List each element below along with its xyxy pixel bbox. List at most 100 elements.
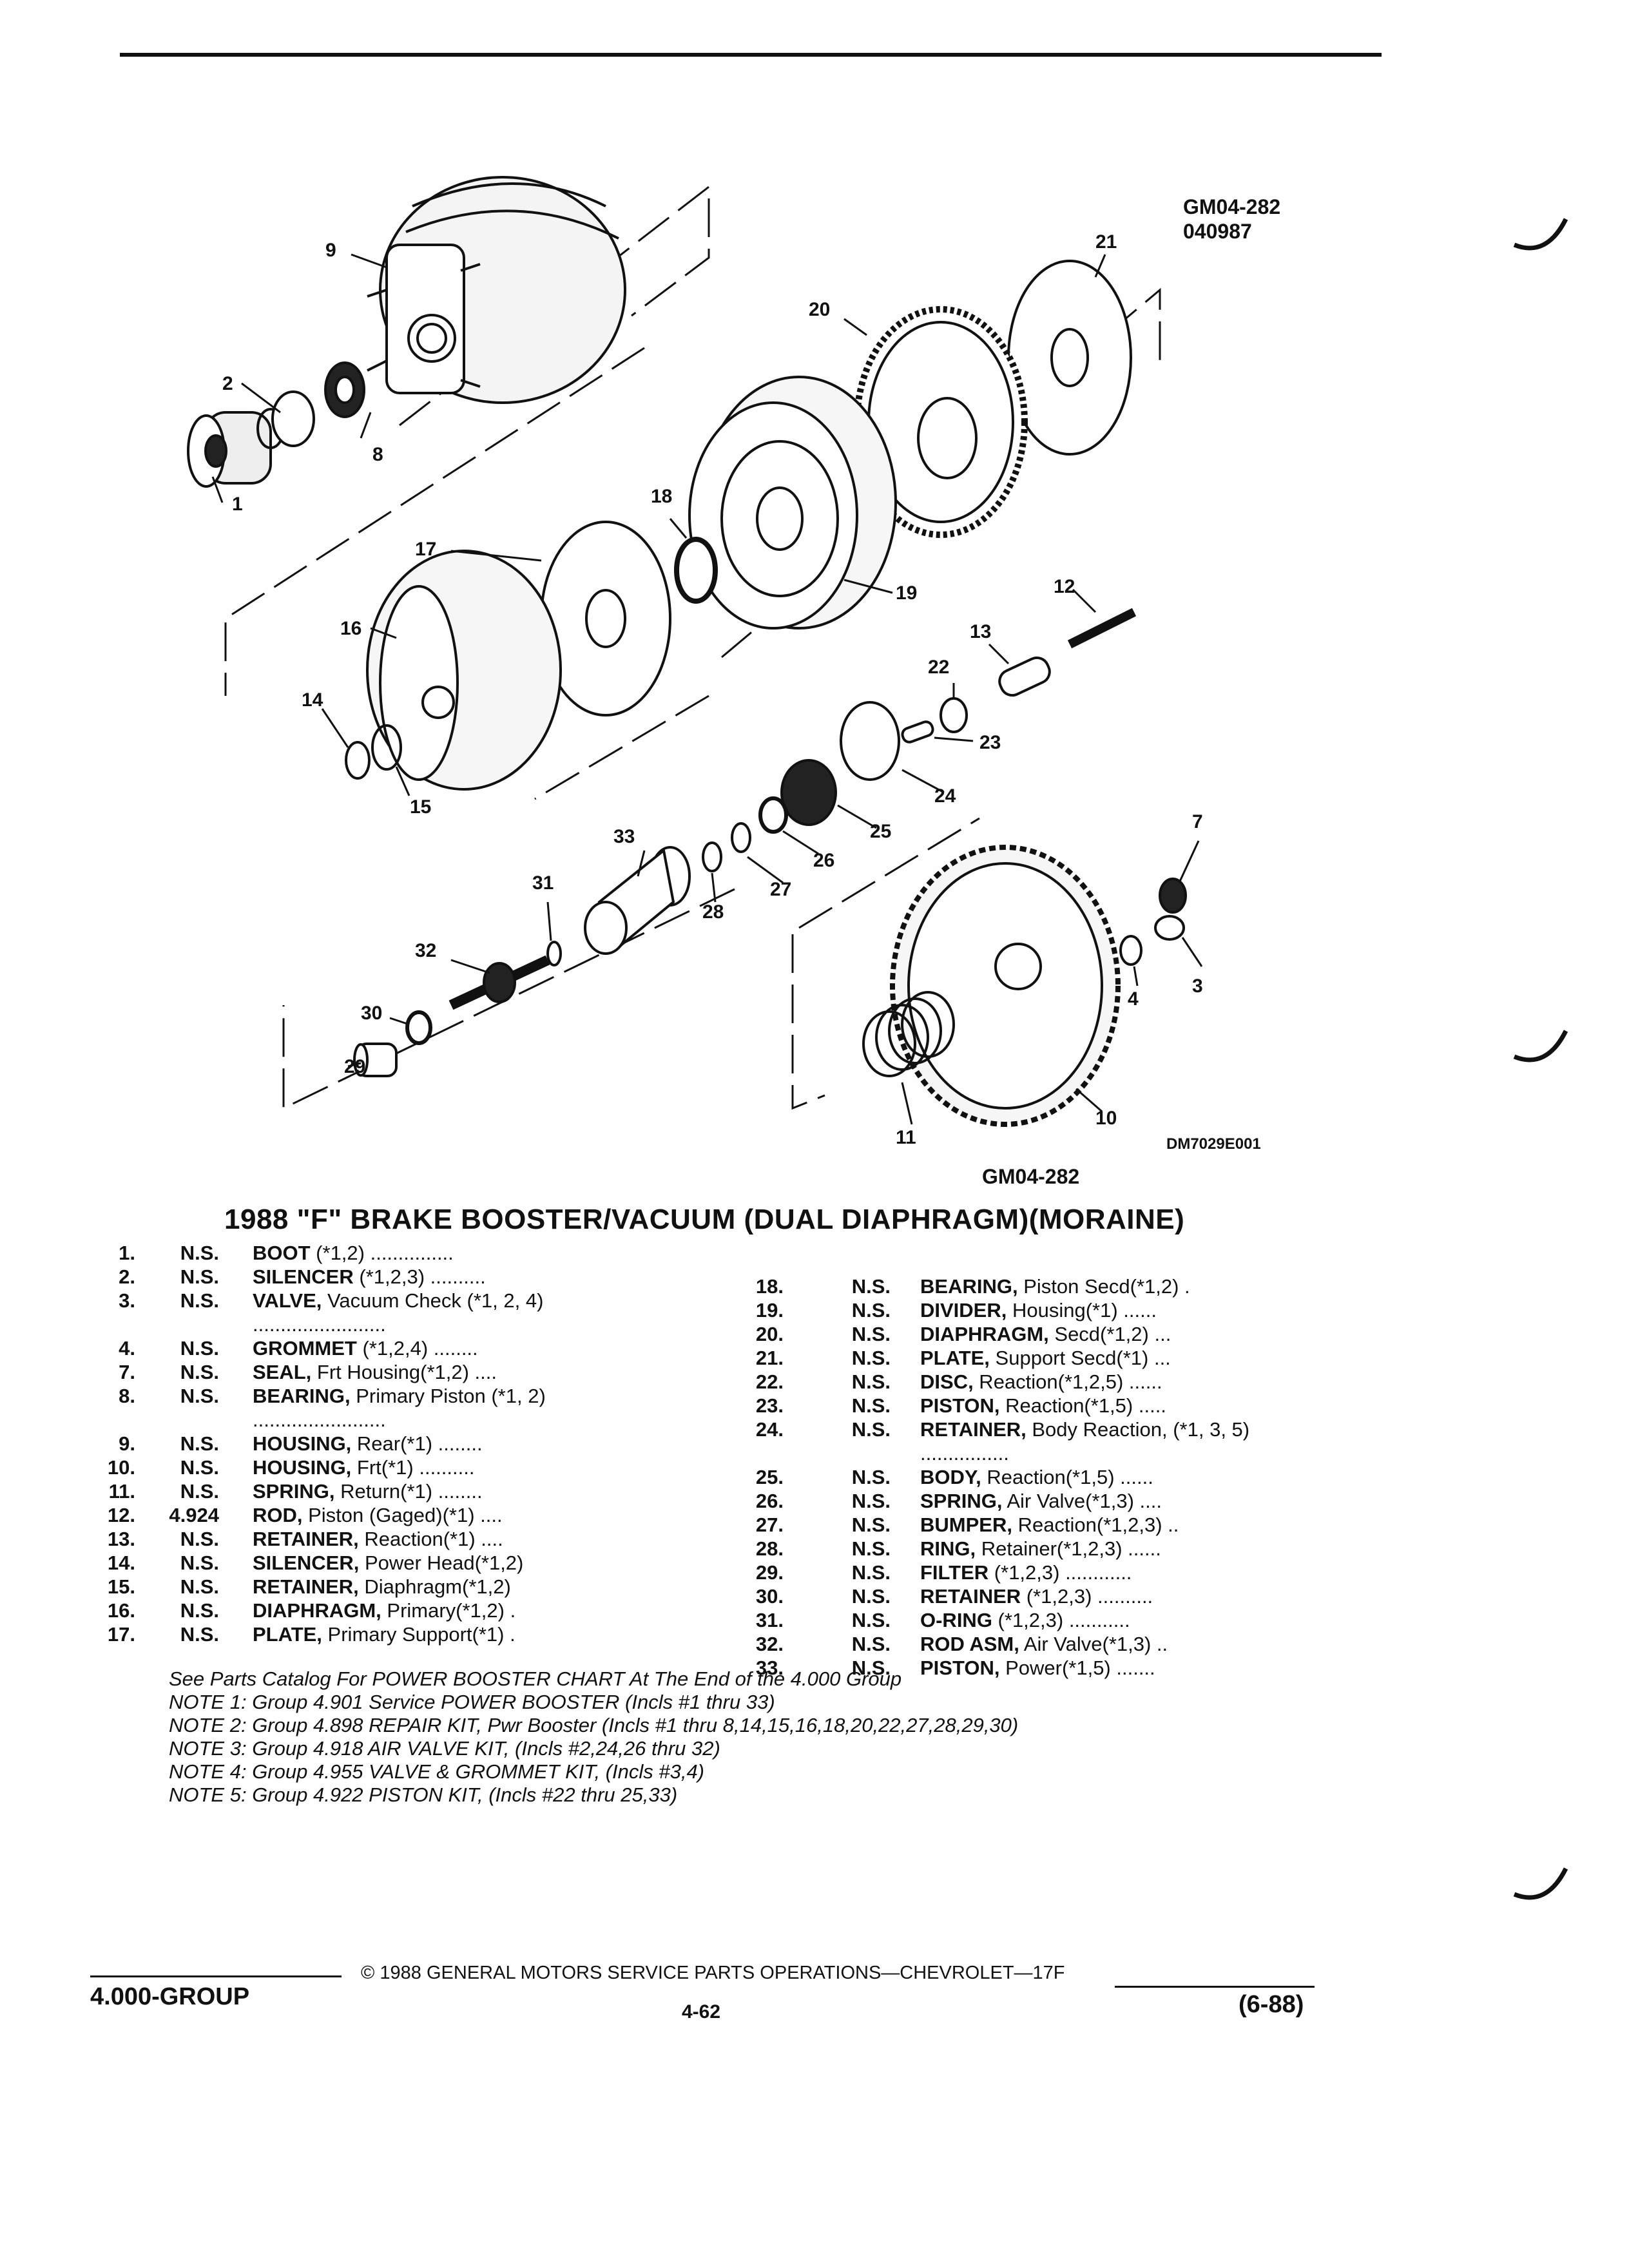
- catalog-code-line2: 040987: [1183, 220, 1252, 243]
- item-description: HOUSING, Frt(*1) ..........: [253, 1456, 588, 1479]
- item-number: 27.: [755, 1514, 784, 1536]
- item-group: N.S.: [851, 1537, 891, 1560]
- retainer-air-valve-part: [405, 1010, 432, 1045]
- exploded-diagram: 1 2 3 4 7 8 9 10 11 12 13 14 15 16 17 18…: [187, 176, 1203, 1148]
- callout-14: 14: [302, 689, 323, 711]
- leader-lines: [211, 253, 1203, 1125]
- list-item: 9.N.S.HOUSING, Rear(*1) ........: [84, 1432, 586, 1456]
- item-group: N.S.: [851, 1394, 891, 1417]
- divider-part: [688, 376, 897, 629]
- item-number: 22.: [755, 1370, 784, 1393]
- list-item: 15.N.S.RETAINER, Diaphragm(*1,2): [84, 1575, 586, 1599]
- note-2: NOTE 2: Group 4.898 REPAIR KIT, Pwr Boos…: [169, 1714, 1019, 1736]
- item-name: DISC,: [920, 1370, 974, 1393]
- callout-23: 23: [979, 732, 1001, 753]
- item-name: RING,: [920, 1537, 976, 1560]
- callout-numbers: 1 2 3 4 7 8 9 10 11 12 13 14 15 16 17 18…: [222, 231, 1203, 1148]
- item-name: GROMMET: [253, 1337, 357, 1360]
- item-group: N.S.: [851, 1418, 891, 1441]
- housing-front-part: [890, 845, 1121, 1127]
- list-item: 22. N.S. DISC, Reaction(*1,2,5) ......: [741, 1370, 1257, 1394]
- item-group: N.S.: [851, 1514, 891, 1536]
- callout-31: 31: [532, 872, 554, 894]
- assembly-axis-lines: [224, 184, 1161, 1110]
- item-number: 3.: [119, 1289, 135, 1312]
- callout-20: 20: [809, 299, 830, 320]
- item-detail: Housing(*1) ......: [1007, 1299, 1157, 1321]
- item-description: SEAL, Frt Housing(*1,2) ....: [253, 1360, 588, 1384]
- piston-rod-part: [1067, 608, 1137, 649]
- air-valve-spring-part: [758, 796, 788, 834]
- item-name: BOOT: [253, 1242, 311, 1264]
- item-detail: (*1,2,3) ............: [988, 1561, 1132, 1584]
- list-item: 16.N.S.DIAPHRAGM, Primary(*1,2) .: [84, 1599, 586, 1622]
- item-group: N.S.: [180, 1385, 219, 1407]
- item-description: DIVIDER, Housing(*1) ......: [920, 1298, 1255, 1322]
- item-number: 15.: [107, 1575, 135, 1598]
- item-number: 9.: [119, 1432, 135, 1455]
- silencer-part: [271, 390, 315, 447]
- item-detail: Power Head(*1,2): [359, 1552, 524, 1574]
- item-name: RETAINER,: [253, 1575, 359, 1598]
- callout-27: 27: [770, 879, 791, 900]
- item-description: RETAINER, Diaphragm(*1,2): [253, 1575, 588, 1599]
- catalog-code-line1: GM04-282: [1183, 195, 1281, 218]
- item-group: N.S.: [851, 1275, 891, 1298]
- reaction-body-part: [780, 759, 837, 826]
- item-name: RETAINER,: [253, 1528, 359, 1550]
- item-description: GROMMET (*1,2,4) ........: [253, 1336, 588, 1360]
- reaction-bumper-part: [731, 822, 751, 853]
- item-number: 24.: [755, 1418, 784, 1441]
- retainer-ring-part: [702, 841, 722, 872]
- list-item: 27.N.S.BUMPER, Reaction(*1,2,3) ..: [741, 1513, 1257, 1537]
- item-group: N.S.: [851, 1370, 891, 1393]
- callout-30: 30: [361, 1003, 382, 1024]
- notes-block: See Parts Catalog For POWER BOOSTER CHAR…: [169, 1667, 1018, 1807]
- item-detail: Reaction(*1,2,5) ......: [973, 1370, 1162, 1393]
- list-item: 29.N.S.FILTER (*1,2,3) ............: [741, 1561, 1257, 1584]
- item-number: 13.: [107, 1528, 135, 1550]
- item-detail: Air Valve(*1,3) ....: [1002, 1490, 1162, 1512]
- item-number: 28.: [755, 1537, 784, 1560]
- diaphragm-primary-part: [366, 550, 562, 791]
- item-detail: (*1,2,3) ..........: [1021, 1585, 1153, 1608]
- item-detail: Diaphragm(*1,2): [358, 1575, 511, 1598]
- o-ring-part: [546, 941, 562, 966]
- item-detail: Retainer(*1,2,3) ......: [976, 1537, 1161, 1560]
- list-item: 4.N.S.GROMMET (*1,2,4) ........: [84, 1336, 586, 1360]
- item-number: 17.: [107, 1623, 135, 1646]
- item-detail: Air Valve(*1,3) ..: [1019, 1633, 1168, 1655]
- callout-28: 28: [702, 901, 724, 923]
- callout-21: 21: [1095, 231, 1117, 253]
- item-number: 33.: [755, 1657, 784, 1679]
- item-description: FILTER (*1,2,3) ............: [920, 1561, 1255, 1584]
- parts-list-right: 18.N.S.BEARING, Piston Secd(*1,2) . 19.N…: [741, 1274, 1257, 1680]
- item-detail: Rear(*1) ........: [351, 1432, 483, 1455]
- diaphragm-secondary-part: [854, 306, 1028, 538]
- callout-15: 15: [410, 796, 431, 818]
- item-name: HOUSING,: [253, 1456, 352, 1479]
- item-group: N.S.: [180, 1552, 219, 1574]
- list-item: 31.N.S.O-RING (*1,2,3) ...........: [741, 1608, 1257, 1632]
- note-1: NOTE 1: Group 4.901 Service POWER BOOSTE…: [169, 1691, 775, 1713]
- list-item: 28. N.S. RING, Retainer(*1,2,3) ......: [741, 1537, 1257, 1561]
- item-detail: Power(*1,5) .......: [999, 1657, 1155, 1679]
- item-description: DIAPHRAGM, Primary(*1,2) .: [253, 1599, 588, 1622]
- item-group: N.S.: [180, 1289, 219, 1312]
- item-description: SPRING, Air Valve(*1,3) ....: [920, 1489, 1255, 1513]
- header-rule: [120, 53, 1382, 57]
- list-item: 25.N.S.BODY, Reaction(*1,5) ......: [741, 1465, 1257, 1489]
- callout-11: 11: [896, 1127, 916, 1148]
- callout-8: 8: [372, 444, 383, 465]
- item-detail: (*1,2,4) ........: [356, 1337, 478, 1360]
- callout-18: 18: [651, 486, 672, 507]
- item-name: SILENCER,: [253, 1552, 360, 1574]
- callout-9: 9: [325, 240, 336, 261]
- callout-26: 26: [813, 850, 834, 871]
- list-item: 23.N.S.PISTON, Reaction(*1,5) .....: [741, 1394, 1257, 1418]
- item-description: RETAINER (*1,2,3) ..........: [920, 1584, 1255, 1608]
- footer-rule-left: [90, 1975, 342, 1977]
- callout-25: 25: [870, 821, 891, 842]
- callout-10: 10: [1095, 1108, 1117, 1129]
